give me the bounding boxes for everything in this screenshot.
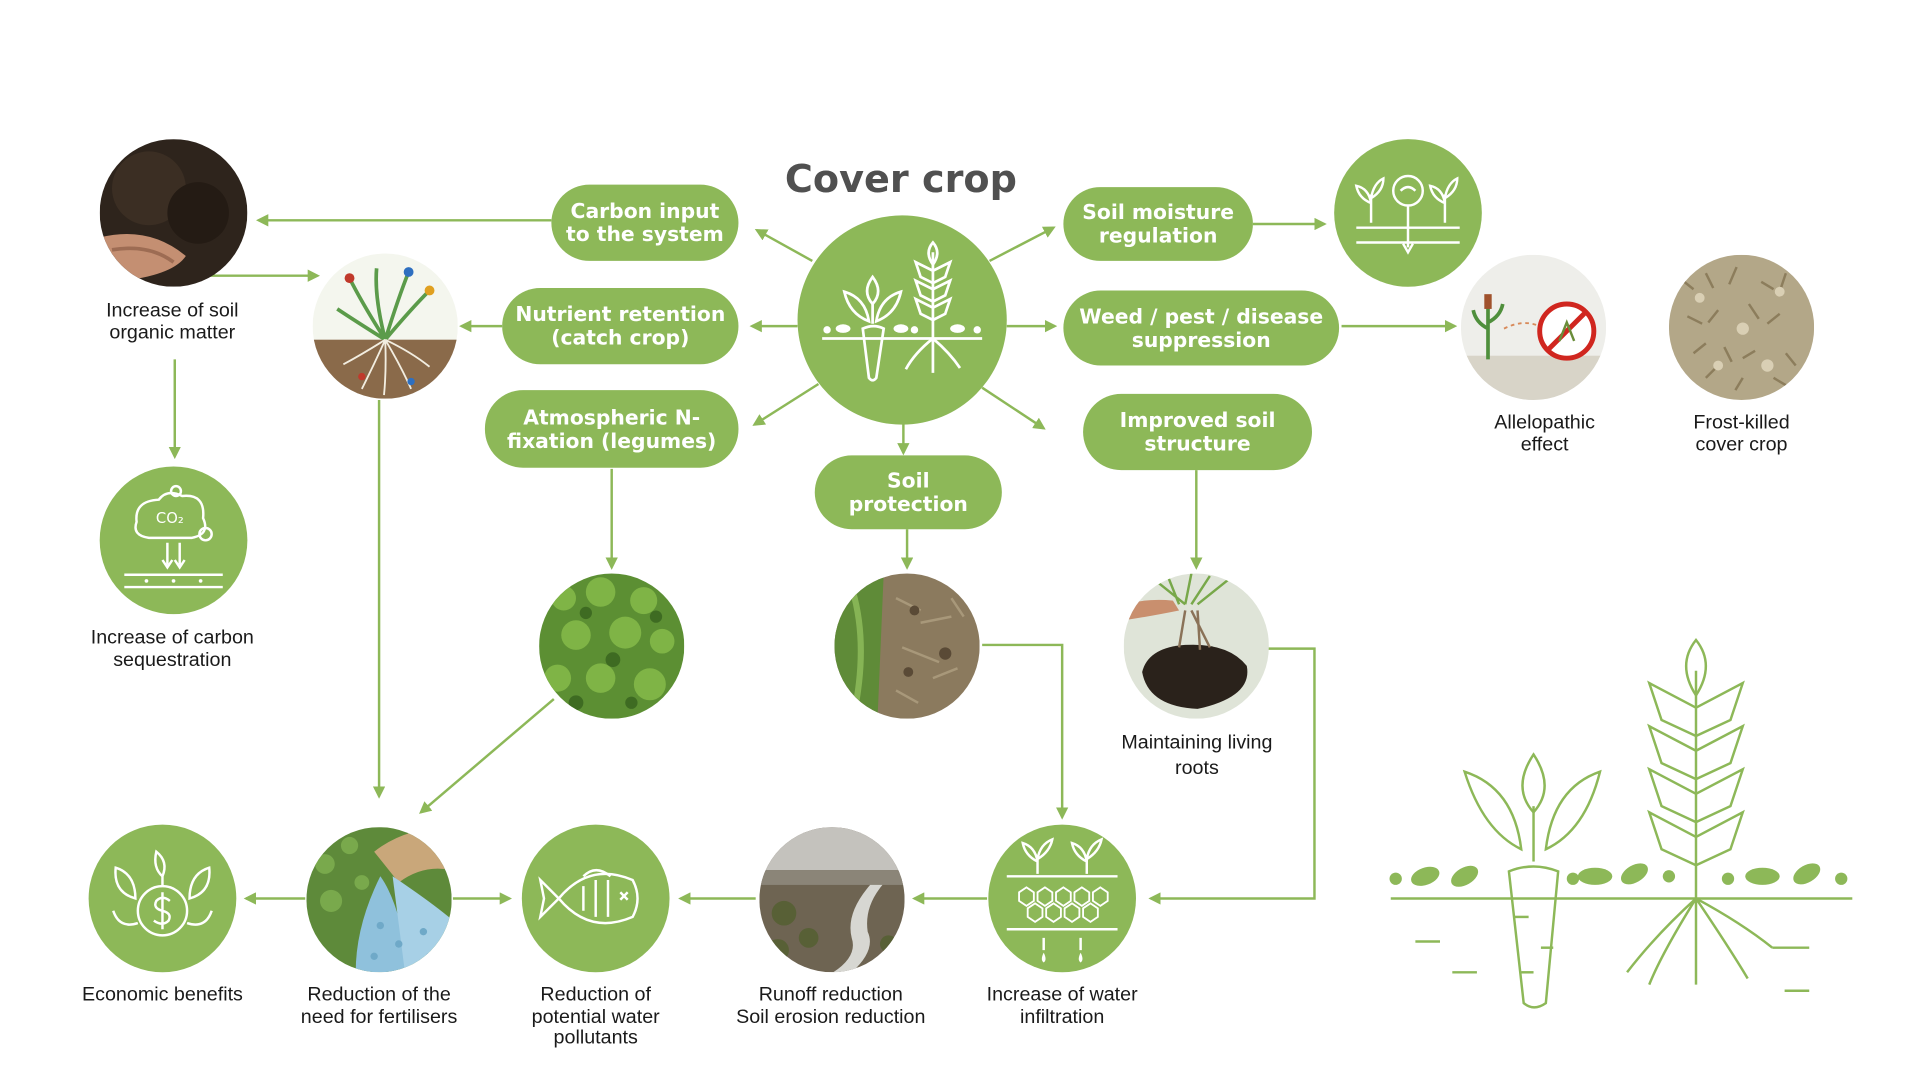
co2-text: CO₂ (156, 510, 184, 527)
pill-soil-protection: Soil protection (814, 455, 1002, 530)
label-fertilisers: Reduction of the need for fertilisers (300, 984, 458, 1028)
arrow-residue-to-infiltration (982, 643, 1069, 820)
water-infiltration-circle (988, 824, 1136, 973)
fertiliser-granules-photo (306, 827, 452, 973)
cover-crop-plants-icon (822, 240, 983, 382)
root-system-illustration (312, 253, 458, 399)
co2-sequestration-icon: CO₂ (124, 484, 223, 589)
co2-sequestration-circle: CO₂ (99, 466, 248, 615)
cover-crop-illustration-icon (1390, 638, 1853, 1009)
water-pollutants-circle (521, 824, 670, 973)
frost-killed-cover-crop-photo (1668, 254, 1815, 400)
fish-icon (538, 868, 639, 925)
pill-weed-pest-disease: Weed / pest / disease suppression (1063, 290, 1340, 366)
label-allelopathic: Allelopathic effect (1494, 412, 1595, 455)
arrow-hub-to-improved-soil (981, 386, 1046, 430)
label-soil-organic-matter: Increase of soil organic matter (106, 300, 239, 343)
diagram-title: Cover crop (784, 157, 1017, 202)
arrow-legumes-to-fertilisers (419, 698, 555, 814)
pill-soil-moisture: Soil moisture regulation (1063, 187, 1253, 261)
economic-benefits-circle (88, 824, 237, 973)
soil-moisture-sensor-icon (1354, 174, 1460, 255)
label-frost-killed: Frost-killed cover crop (1693, 412, 1790, 455)
label-carbon-sequestration: Increase of carbon sequestration (90, 627, 254, 671)
crop-residue-photo (834, 573, 980, 719)
seed-dots-decoration (1389, 863, 1848, 887)
pill-carbon-input: Carbon input to the system (551, 184, 739, 261)
legume-field-photo (539, 573, 685, 719)
dollar-plants-icon (112, 849, 213, 937)
label-living-roots: Maintaining living roots (1121, 732, 1273, 780)
label-economic-benefits: Economic benefits (81, 984, 243, 1006)
soil-organic-matter-photo (99, 139, 248, 287)
label-water-pollutants: Reduction of potential water pollutants (531, 984, 660, 1049)
cover-crop-hub (797, 215, 1007, 425)
arrow-hub-to-carbon-input (754, 228, 813, 262)
arrow-roots-to-infiltration (1148, 647, 1316, 905)
pill-improved-soil-structure: Improved soil structure (1083, 393, 1312, 471)
label-water-infiltration: Increase of water infiltration (986, 984, 1138, 1028)
arrow-hub-to-atmospheric-n (752, 382, 820, 426)
arrow-hub-to-soil-moisture (988, 226, 1056, 263)
soil-moisture-circle (1334, 139, 1482, 287)
water-infiltration-icon (1006, 837, 1118, 963)
allelopathic-effect-image (1460, 254, 1607, 400)
runoff-erosion-photo (759, 827, 905, 973)
living-roots-photo (1123, 573, 1269, 719)
label-runoff: Runoff reduction Soil erosion reduction (736, 984, 926, 1028)
pill-atmospheric-n-fixation: Atmospheric N- fixation (legumes) (484, 390, 739, 468)
pill-nutrient-retention: Nutrient retention (catch crop) (502, 287, 739, 365)
